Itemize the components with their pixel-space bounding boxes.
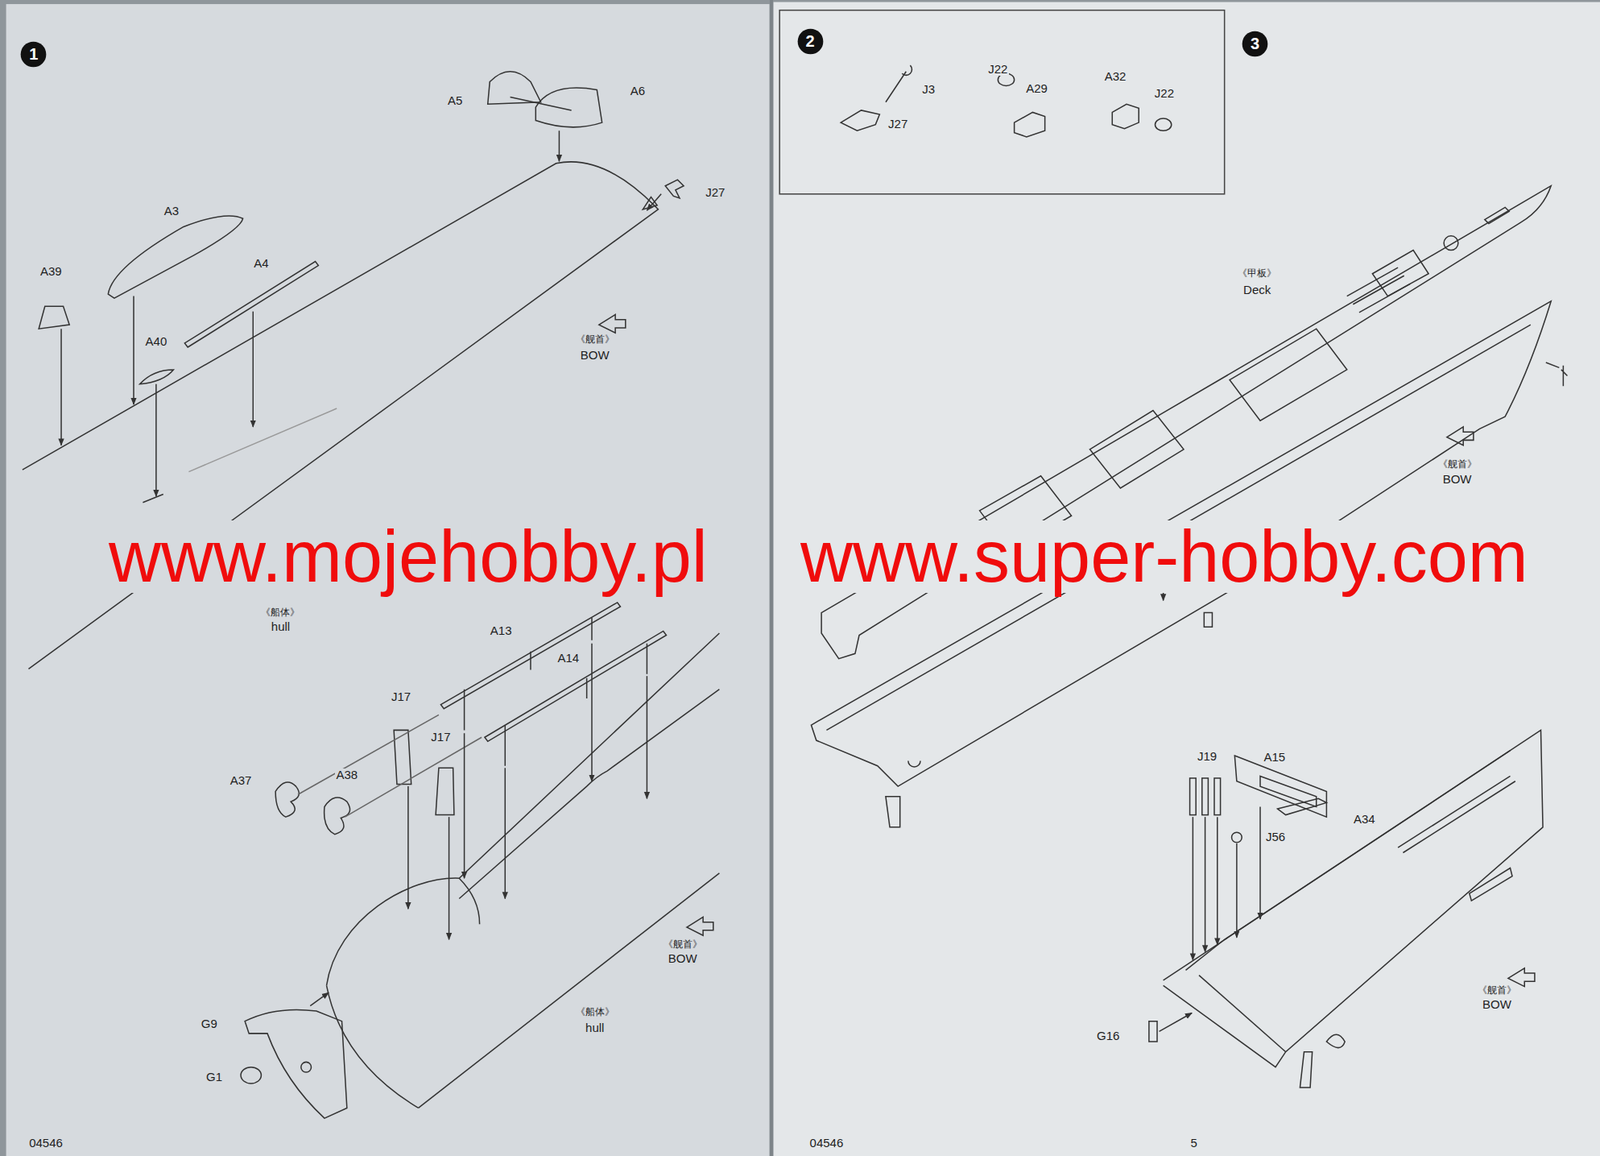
part-label: BOW: [578, 348, 612, 363]
part-label: BOW: [1441, 472, 1474, 487]
part-label: A5: [446, 94, 464, 108]
part-label: G16: [1095, 1029, 1121, 1043]
step-text: 2: [797, 28, 824, 55]
part-label: J56: [1264, 830, 1287, 844]
part-label: hull: [269, 620, 292, 634]
part-label: A13: [488, 624, 514, 638]
step-text: 3: [1241, 30, 1269, 58]
chinese-label: 《舰首》: [661, 938, 704, 950]
part-label: BOW: [666, 951, 699, 966]
chinese-label: 《舰首》: [1436, 458, 1479, 470]
part-label: G9: [199, 1017, 220, 1031]
chinese-label: 《甲板》: [1236, 268, 1278, 279]
watermark: www.super-hobby.com: [798, 520, 1530, 593]
step-text: 1: [20, 41, 47, 68]
part-label: J22: [986, 62, 1009, 77]
part-label: 5: [1188, 1136, 1199, 1150]
step-number: 1: [20, 41, 47, 68]
part-label: G1: [204, 1070, 224, 1084]
part-label: A40: [144, 334, 170, 349]
watermark: www.mojehobby.pl: [107, 520, 710, 593]
part-label: J22: [1153, 86, 1176, 101]
part-label: A37: [228, 773, 254, 788]
part-label: hull: [583, 1021, 606, 1035]
part-label: Deck: [1241, 283, 1273, 298]
chinese-label: 《船体》: [259, 607, 302, 618]
part-label: A14: [555, 651, 581, 666]
part-label: 04546: [27, 1136, 65, 1150]
part-label: A38: [334, 768, 360, 782]
part-label: A34: [1351, 812, 1377, 827]
part-label: J17: [429, 730, 452, 745]
chinese-label: 《船体》: [574, 1006, 617, 1018]
part-label: J17: [389, 690, 413, 704]
part-label: J3: [920, 82, 937, 97]
part-label: A32: [1103, 70, 1129, 84]
part-label: A3: [162, 204, 181, 219]
part-label: J19: [1195, 749, 1219, 764]
part-label: J27: [703, 186, 727, 200]
part-label: 04546: [808, 1136, 846, 1150]
part-label: A6: [628, 84, 647, 99]
part-label: A29: [1024, 82, 1050, 96]
part-label: A4: [252, 256, 270, 271]
part-label: A39: [38, 264, 64, 279]
part-label: J27: [886, 117, 910, 132]
step-number: 3: [1241, 30, 1269, 58]
part-label: BOW: [1480, 997, 1514, 1012]
chinese-label: 《舰首》: [1475, 984, 1518, 996]
part-label: A15: [1261, 750, 1287, 765]
step-number: 2: [797, 28, 824, 55]
chinese-label: 《舰首》: [574, 334, 617, 345]
